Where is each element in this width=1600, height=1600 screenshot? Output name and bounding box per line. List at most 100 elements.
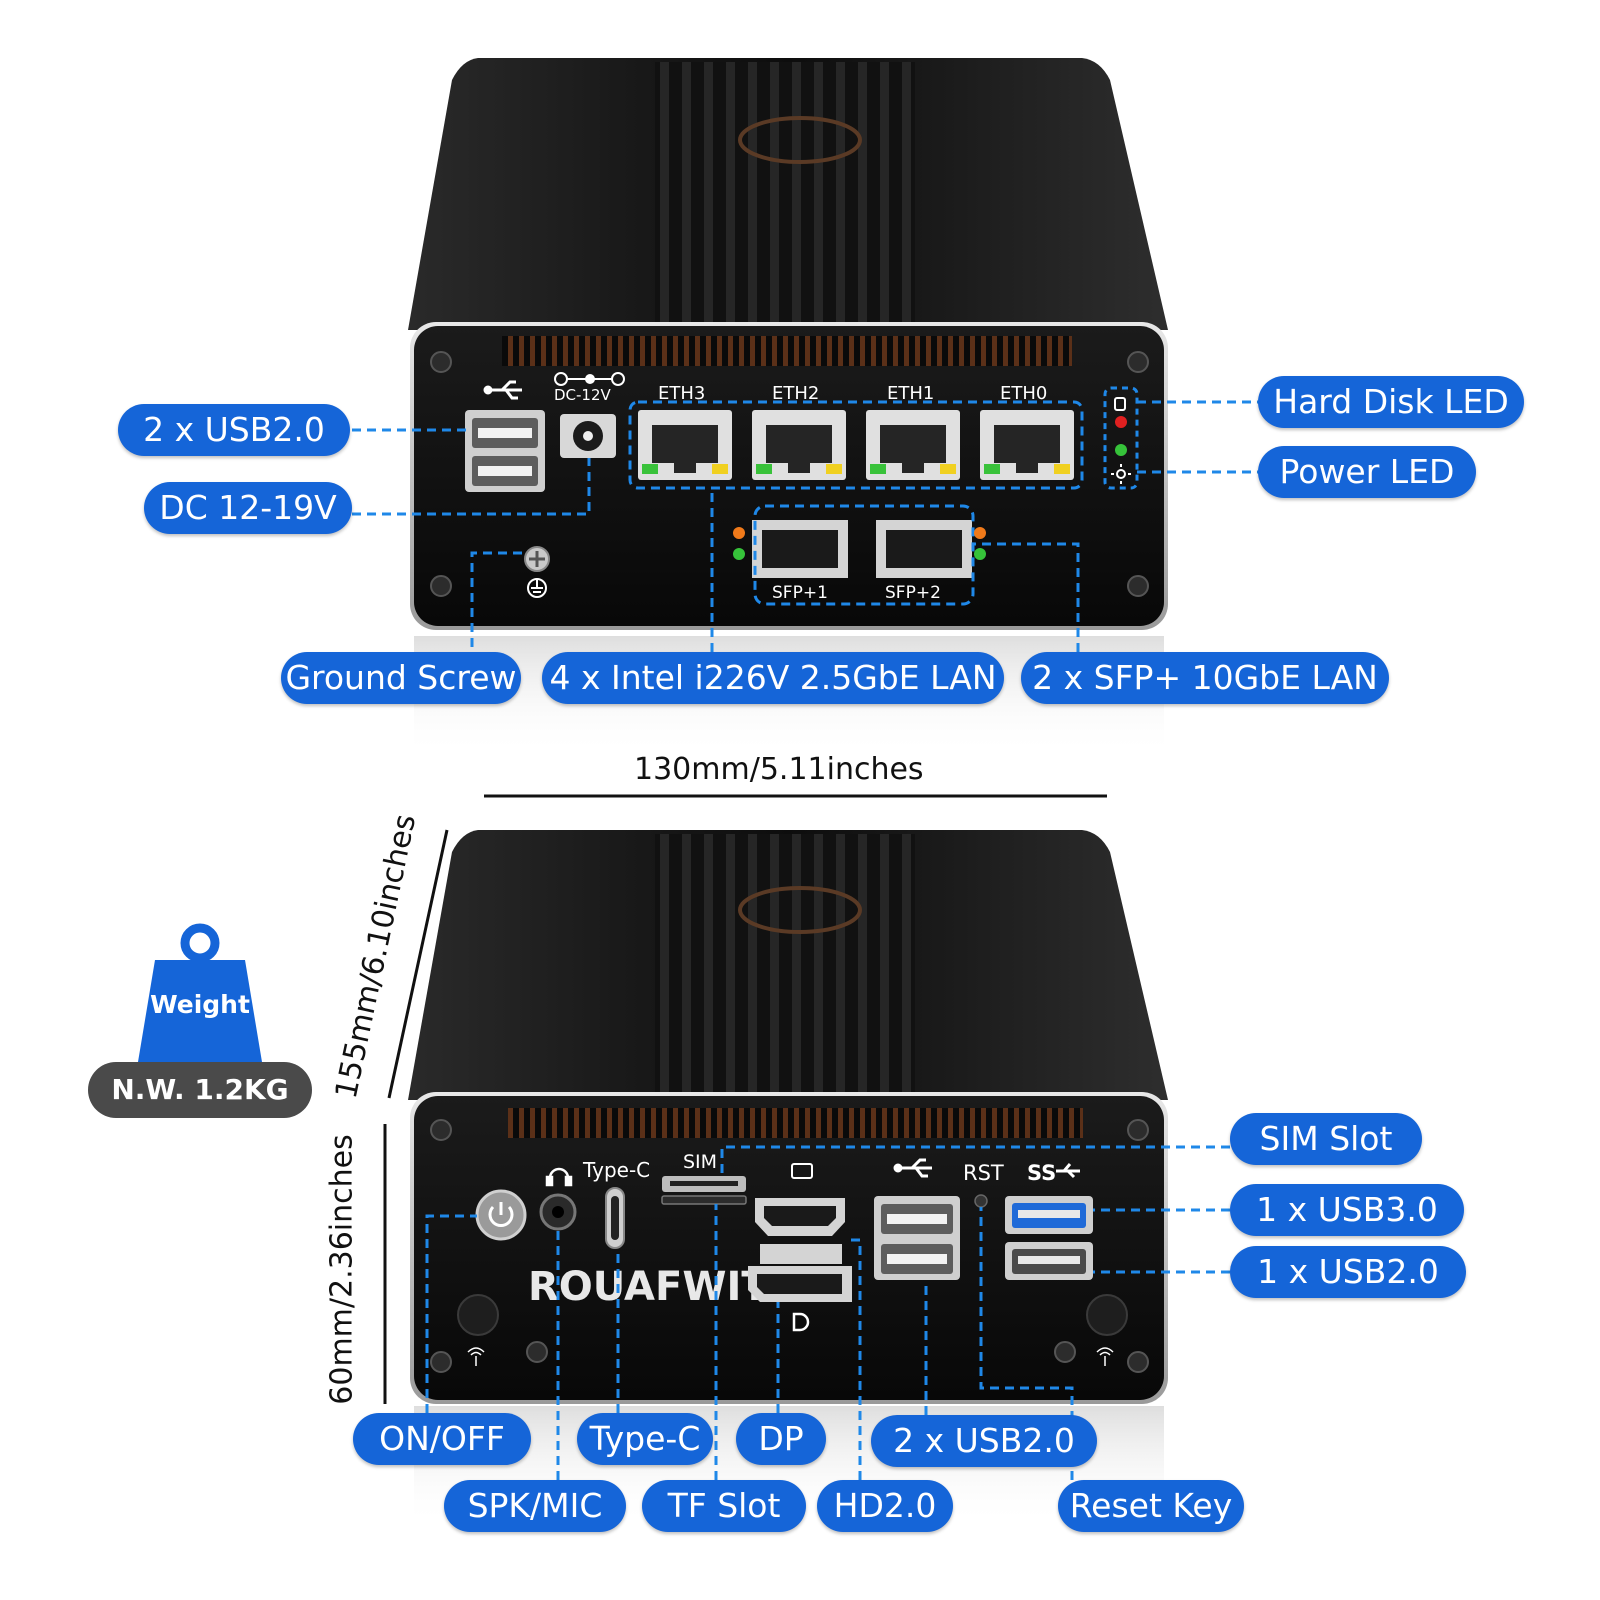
connector-dc <box>352 458 591 516</box>
sfp2-activity-led <box>974 527 986 539</box>
headphone-icon <box>545 1167 573 1187</box>
callout-onoff: ON/OFF <box>353 1413 531 1465</box>
callout-spk-mic: SPK/MIC <box>444 1480 626 1532</box>
callout-tf-slot: TF Slot <box>642 1480 806 1532</box>
width-dimension-label: 130mm/5.11inches <box>634 752 924 787</box>
bottom-heatsink-fins <box>655 834 915 1094</box>
rst-label: RST <box>963 1161 1004 1185</box>
hard-disk-led <box>1115 416 1127 428</box>
top-vents <box>502 336 1072 366</box>
sfp1-activity-led <box>733 527 745 539</box>
sfp2-link-led <box>974 548 986 560</box>
eth3-label: ETH3 <box>658 383 705 404</box>
weight-badge <box>88 923 312 1118</box>
callout-sim-slot: SIM Slot <box>1230 1113 1422 1165</box>
callout-hard-disk-led: Hard Disk LED <box>1258 376 1524 428</box>
screw-icon <box>1054 1341 1076 1363</box>
rj45-port-eth1 <box>866 410 960 480</box>
dc-polarity-icon <box>554 372 625 386</box>
antenna-port-left <box>457 1294 499 1336</box>
status-leds <box>1103 386 1139 490</box>
screw-icon <box>1127 575 1149 597</box>
bottom-device: Type-C SIM ROUAFWIT <box>408 830 1168 1526</box>
weight-handle-icon <box>180 923 220 963</box>
screw-icon <box>1127 1351 1149 1373</box>
sfp2-label: SFP+2 <box>885 583 941 603</box>
bottom-fan-ring <box>738 886 862 934</box>
eth1-label: ETH1 <box>887 383 934 404</box>
top-heatsink-fins <box>655 62 915 324</box>
callout-usb2-top: 2 x USB2.0 <box>118 404 350 456</box>
callout-usb2-bottom: 2 x USB2.0 <box>871 1415 1097 1467</box>
usb3-port <box>1005 1196 1093 1234</box>
callout-power-led: Power LED <box>1258 446 1476 498</box>
lan-group-outline <box>628 400 1084 490</box>
hdmi-icon <box>791 1163 813 1179</box>
top-fan-ring <box>738 116 862 164</box>
displayport-icon <box>792 1312 810 1332</box>
usb-superspeed-icon <box>1056 1163 1080 1179</box>
usb-symbol-icon <box>483 380 522 400</box>
tf-slot <box>661 1195 747 1205</box>
eth0-label: ETH0 <box>1000 383 1047 404</box>
rj45-port-eth2 <box>752 410 846 480</box>
hard-disk-icon <box>1114 397 1126 411</box>
weight-value-pill <box>88 1062 312 1118</box>
antenna-port-right <box>1086 1294 1128 1336</box>
screw-icon <box>430 1119 452 1141</box>
wifi-antenna-icon <box>1096 1347 1114 1366</box>
screw-icon <box>430 1351 452 1373</box>
connector-onoff <box>425 1214 477 1413</box>
hdmi-port <box>755 1198 845 1236</box>
sfp1-link-led <box>733 548 745 560</box>
callout-ground-screw: Ground Screw <box>281 652 521 704</box>
ground-symbol-icon <box>527 578 547 598</box>
usb2-right-port <box>1005 1242 1093 1280</box>
power-button <box>475 1189 527 1241</box>
callout-reset-key: Reset Key <box>1058 1480 1244 1532</box>
audio-jack <box>539 1193 577 1231</box>
sfp-group-outline <box>753 504 975 606</box>
bottom-vents <box>508 1108 1083 1138</box>
screw-icon <box>1127 1119 1149 1141</box>
callout-hd: HD2.0 <box>817 1480 953 1532</box>
depth-dimension-line <box>387 829 449 1099</box>
power-led <box>1115 444 1127 456</box>
callout-sfp: 2 x SFP+ 10GbE LAN <box>1021 652 1389 704</box>
screw-icon <box>430 351 452 373</box>
connector-hd <box>845 1238 862 1480</box>
callout-usb2-right: 1 x USB2.0 <box>1230 1246 1466 1298</box>
sfp1-label: SFP+1 <box>772 583 828 603</box>
power-icon <box>488 1202 514 1227</box>
rj45-port-eth3 <box>638 410 732 480</box>
connector-sim <box>720 1145 1230 1176</box>
ss-label: SS <box>1027 1161 1056 1185</box>
weight-label: Weight <box>150 990 250 1019</box>
wifi-antenna-icon <box>467 1347 485 1366</box>
bottom-usb2-stack <box>874 1196 960 1280</box>
screw-icon <box>430 575 452 597</box>
reset-button <box>974 1194 988 1208</box>
displayport <box>748 1266 852 1302</box>
eth2-label: ETH2 <box>772 383 819 404</box>
top-usb-stack <box>465 410 545 492</box>
height-dimension-label: 60mm/2.36inches <box>324 1134 360 1405</box>
brand-logo: ROUAFWIT <box>528 1264 769 1310</box>
callout-usb3: 1 x USB3.0 <box>1230 1184 1464 1236</box>
sfp-ports <box>752 504 975 606</box>
callout-connectors <box>352 400 1260 1480</box>
sim-port-label: SIM <box>683 1151 717 1173</box>
screw-icon <box>526 1341 548 1363</box>
dc-label: DC-12V <box>554 386 612 404</box>
weight-value: N.W. 1.2KG <box>111 1073 289 1106</box>
connector-sfp <box>973 542 1080 652</box>
connector-ground <box>470 551 524 677</box>
hdmi-port-body <box>760 1244 842 1264</box>
callout-typec: Type-C <box>577 1413 713 1465</box>
dc-jack <box>560 414 616 458</box>
callout-dp: DP <box>736 1413 826 1465</box>
rj45-ports <box>638 410 1074 480</box>
sun-icon <box>1111 464 1131 484</box>
